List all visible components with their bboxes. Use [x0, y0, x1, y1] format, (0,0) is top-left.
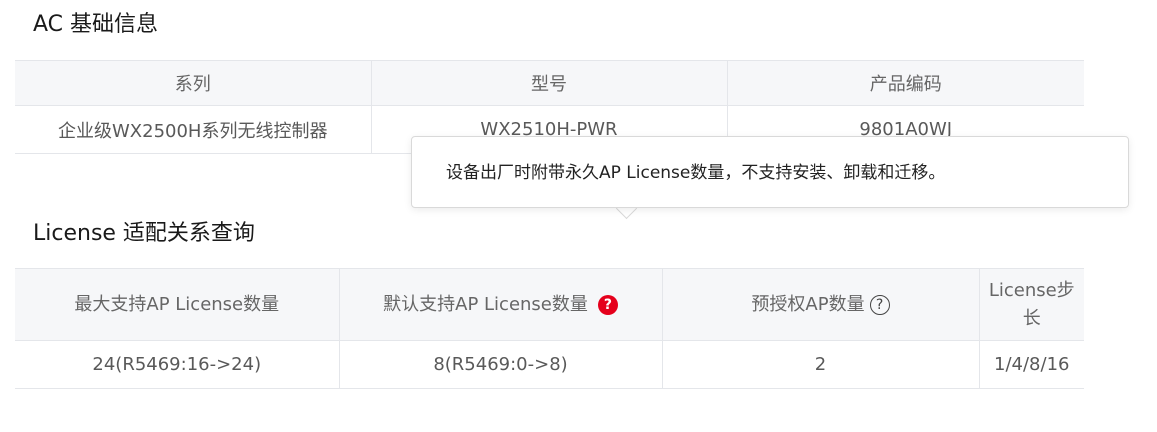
header-label: 最大支持AP License数量	[74, 293, 280, 315]
header-model: 型号	[370, 60, 728, 106]
help-icon[interactable]: ?	[597, 294, 618, 315]
cell-series: 企业级WX2500H系列无线控制器	[15, 105, 372, 154]
header-license-step: License步长	[978, 268, 1084, 341]
header-product-code: 产品编码	[726, 60, 1084, 106]
cell-preauth-ap: 2	[661, 340, 980, 389]
basic-info-table: 系列 型号 产品编码 企业级WX2500H系列无线控制器 WX2510H-PWR…	[15, 60, 1084, 154]
header-label-line2: 长	[1022, 307, 1041, 329]
help-icon[interactable]: ?	[869, 294, 890, 315]
cell-license-step: 1/4/8/16	[978, 340, 1084, 389]
cell-default-ap-license: 8(R5469:0->8)	[338, 340, 663, 389]
tooltip: 设备出厂时附带永久AP License数量，不支持安装、卸载和迁移。	[411, 136, 1129, 208]
cell-max-ap-license: 24(R5469:16->24)	[15, 340, 340, 389]
tooltip-text: 设备出厂时附带永久AP License数量，不支持安装、卸载和迁移。	[446, 163, 946, 183]
header-series: 系列	[15, 60, 372, 106]
section-title-basic-info: AC 基础信息	[33, 12, 159, 37]
header-label: 预授权AP数量	[751, 293, 865, 315]
header-max-ap-license: 最大支持AP License数量	[15, 268, 340, 341]
license-table: 最大支持AP License数量 默认支持AP License数量? 预授权AP…	[15, 268, 1084, 389]
table-row: 24(R5469:16->24) 8(R5469:0->8) 2 1/4/8/1…	[15, 340, 1084, 389]
header-default-ap-license: 默认支持AP License数量?	[338, 268, 663, 341]
table-header-row: 最大支持AP License数量 默认支持AP License数量? 预授权AP…	[15, 268, 1084, 341]
section-title-license-query: License 适配关系查询	[33, 221, 255, 246]
header-label: 默认支持AP License数量	[383, 293, 588, 315]
table-header-row: 系列 型号 产品编码	[15, 60, 1084, 106]
header-preauth-ap: 预授权AP数量?	[661, 268, 980, 341]
header-label-line1: License步	[988, 279, 1075, 301]
